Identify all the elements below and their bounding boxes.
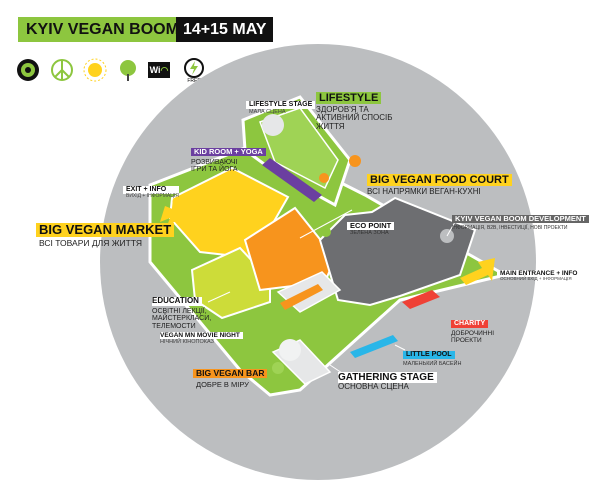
kid-room-label: KID ROOM + YOGA РОЗВИВАЮЧІ ІГРИ ТА ЙОГА <box>191 141 266 174</box>
exit-arrow-icon[interactable] <box>160 200 182 226</box>
gathering-stage-title: GATHERING STAGE <box>338 372 437 383</box>
exit-info-label: EXIT + INFO ВИХІД + ІНФОРМАЦІЯ <box>123 186 179 199</box>
charity-zone[interactable] <box>402 290 440 309</box>
food-court-label: BIG VEGAN FOOD COURT ВСІ НАПРЯМКИ ВЕГАН-… <box>367 170 512 196</box>
pool-pointer <box>394 344 406 351</box>
tree-logo-icon <box>120 60 136 81</box>
gathering-stage-marker <box>279 339 301 361</box>
main-entrance-sub: ОСНОВНИЙ ВХІД + ІНФОРМАЦІЯ <box>500 276 572 282</box>
development-sub: ІНФОРМАЦІЯ, B2B, ІНВЕСТИЦІЇ, НОВІ ПРОЕКТ… <box>452 224 568 231</box>
development-title: KYIV VEGAN BOOM DEVELOPMENT <box>452 214 589 224</box>
charity-sub2: ПРОЕКТИ <box>451 336 482 344</box>
gathering-tree <box>272 362 284 374</box>
lifestyle-orange-dot <box>349 155 361 167</box>
education-label: EDUCATION ОСВІТНІ ЛЕКЦІЇ, МАЙСТЕРКЛАСИ, … <box>152 290 211 331</box>
little-pool-zone[interactable] <box>350 335 398 358</box>
charge-label: FREE <box>187 78 201 84</box>
education-sub1: ОСВІТНІ ЛЕКЦІЇ, <box>152 307 207 315</box>
movie-night-title: VEGAN MN MOVIE NIGHT <box>160 332 243 340</box>
lifestyle-sub1: ЗДОРОВ'Я ТА <box>316 104 369 114</box>
market-label: BIG VEGAN MARKET ВСІ ТОВАРИ ДЛЯ ЖИТТЯ <box>36 221 175 248</box>
eco-point-title: ECO POINT <box>347 221 395 231</box>
market-sub: ВСІ ТОВАРИ ДЛЯ ЖИТТЯ <box>39 237 142 248</box>
exit-info-title: EXIT + INFO <box>123 186 179 194</box>
charity-sub1: ДОБРОЧИННІ <box>451 329 495 337</box>
lifestyle-stage-marker[interactable] <box>262 114 284 136</box>
education-sub3: ТЕЛЕМОСТИ <box>152 322 196 330</box>
gathering-stage-sub: ОСНОВНА СЦЕНА <box>338 382 409 391</box>
vegan-bar-sub: ДОБРЕ В МІРУ <box>196 379 249 389</box>
charge-badge: FREE <box>176 58 212 84</box>
kid-room-sub1: РОЗВИВАЮЧІ <box>191 158 238 166</box>
charity-label: CHARITY ДОБРОЧИННІ ПРОЕКТИ <box>451 312 494 344</box>
lifestyle-stage-title: LIFESTYLE STAGE <box>246 101 316 109</box>
vegan-bar-zone[interactable] <box>280 284 323 310</box>
food-court-pointer <box>299 209 353 239</box>
eco-point-sub: ЗЕЛЕНА ЗОНА <box>350 230 389 237</box>
movie-night-sub: НІЧНИЙ КІНОПОКАЗ <box>160 339 214 346</box>
lifestyle-stage-label: LIFESTYLE STAGE МАЛА СЦЕНА <box>246 101 316 115</box>
peace-logo-icon <box>51 59 73 81</box>
charity-title: CHARITY <box>451 320 489 328</box>
battery-charge-icon <box>184 58 204 78</box>
vegan-logo-icon <box>17 59 39 81</box>
sun-logo-icon <box>83 58 107 82</box>
education-sub2: МАЙСТЕРКЛАСИ, <box>152 315 212 323</box>
little-pool-title: LITTLE POOL <box>403 351 455 359</box>
lifestyle-stage-sub: МАЛА СЦЕНА <box>249 108 286 115</box>
lifestyle-title: LIFESTYLE <box>316 92 382 105</box>
wifi-icon: ◠ <box>160 65 169 75</box>
little-pool-sub: МАЛЕНЬКИЙ БАСЕЙН <box>403 360 462 367</box>
gathering-stage-label: GATHERING STAGE ОСНОВНА СЦЕНА <box>338 372 437 392</box>
kid-room-title: KID ROOM + YOGA <box>191 147 266 157</box>
exit-info-sub: ВИХІД + ІНФОРМАЦІЯ <box>126 192 179 199</box>
eco-point-label: ECO POINT ЗЕЛЕНА ЗОНА <box>347 221 395 237</box>
lifestyle-sub2: АКТИВНИЙ СПОСІБ <box>316 113 393 123</box>
food-court-title: BIG VEGAN FOOD COURT <box>367 174 512 187</box>
vegan-bar-title: BIG VEGAN BAR <box>193 368 268 379</box>
lifestyle-label: LIFESTYLE ЗДОРОВ'Я ТА АКТИВНИЙ СПОСІБ ЖИ… <box>316 88 392 132</box>
main-entrance-label: MAIN ENTRANCE + INFO ОСНОВНИЙ ВХІД + ІНФ… <box>497 270 581 282</box>
kid-room-sub2: ІГРИ ТА ЙОГА <box>191 166 238 174</box>
event-title: KYIV VEGAN BOOM <box>18 17 187 42</box>
wifi-label: Wi <box>149 65 161 75</box>
education-title: EDUCATION <box>152 296 202 306</box>
kid-room-zone[interactable] <box>262 158 322 202</box>
little-pool-label: LITTLE POOL МАЛЕНЬКИЙ БАСЕЙН <box>403 343 461 367</box>
education-pointer <box>207 291 231 303</box>
eco-point-marker[interactable] <box>321 227 331 237</box>
movie-night-label: VEGAN MN MOVIE NIGHT НІЧНИЙ КІНОПОКАЗ <box>160 332 243 345</box>
food-court-sub: ВСІ НАПРЯМКИ ВЕГАН-КУХНІ <box>367 186 481 196</box>
lifestyle-orange-dot-2 <box>319 173 329 183</box>
development-label: KYIV VEGAN BOOM DEVELOPMENT ІНФОРМАЦІЯ, … <box>452 208 589 231</box>
main-entrance-arrow-icon[interactable] <box>460 258 495 285</box>
event-date: 14+15 MAY <box>176 17 274 42</box>
development-pointer <box>446 221 456 237</box>
wifi-badge: Wi◠ <box>148 62 170 78</box>
partner-logos: Wi◠ FREE <box>16 58 216 84</box>
lifestyle-sub3: ЖИТТЯ <box>316 122 345 132</box>
main-entrance-title: MAIN ENTRANCE + INFO <box>497 270 581 278</box>
market-title: BIG VEGAN MARKET <box>36 222 175 238</box>
vegan-bar-label: BIG VEGAN BAR ДОБРЕ В МІРУ <box>193 363 268 389</box>
